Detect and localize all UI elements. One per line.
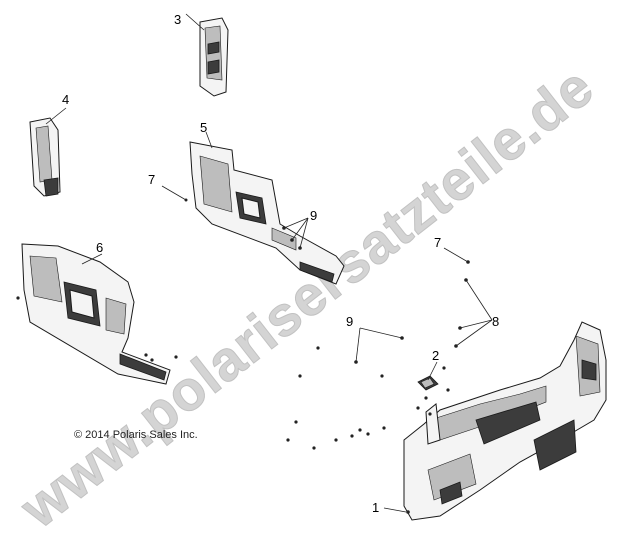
- part-6-door-panel: [21, 243, 171, 385]
- callout-labels: 3 4 5 7 9 6 7 8 9 2 1: [62, 12, 499, 515]
- callout-7b: 7: [434, 235, 441, 250]
- callout-5: 5: [200, 120, 207, 135]
- callout-9a: 9: [310, 208, 317, 223]
- part-2-bracket: [417, 375, 439, 391]
- part-3-panel: [199, 17, 229, 97]
- part-1-floor-assembly: [403, 321, 607, 521]
- callout-1: 1: [372, 500, 379, 515]
- callout-4: 4: [62, 92, 69, 107]
- callout-9b: 9: [346, 314, 353, 329]
- callout-7a: 7: [148, 172, 155, 187]
- callout-8: 8: [492, 314, 499, 329]
- callout-2: 2: [432, 348, 439, 363]
- leader-lines: [45, 13, 493, 513]
- callout-6: 6: [96, 240, 103, 255]
- part-5-door-panel: [189, 141, 345, 285]
- part-4-panel: [29, 117, 61, 197]
- copyright-text: © 2014 Polaris Sales Inc.: [74, 429, 198, 441]
- callout-3: 3: [174, 12, 181, 27]
